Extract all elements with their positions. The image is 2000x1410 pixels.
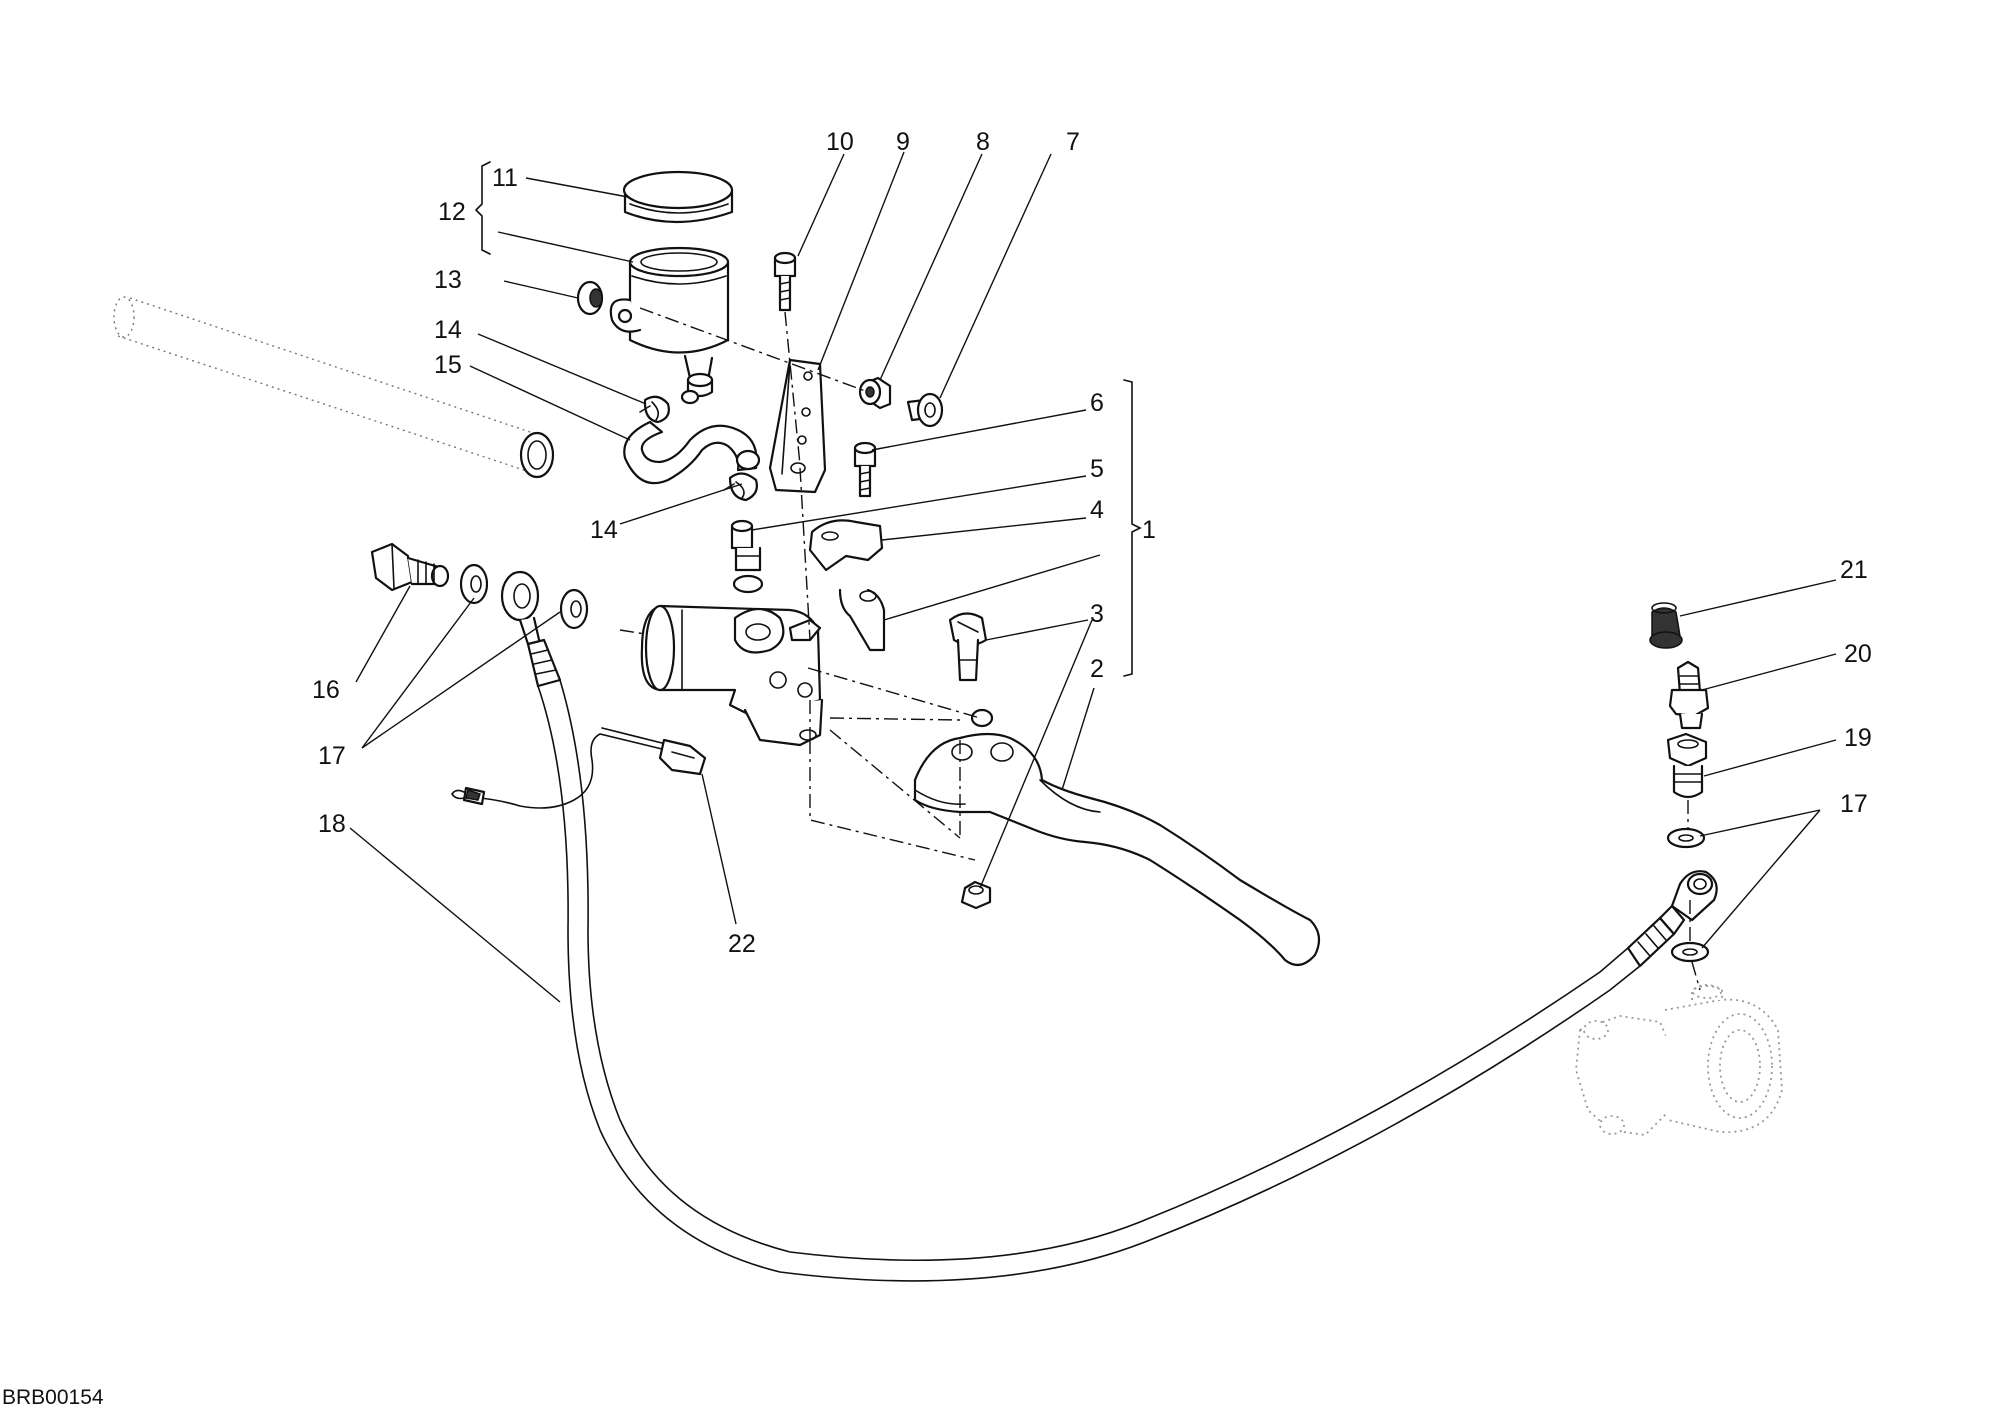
screw-10 — [773, 251, 797, 312]
reservoir-fitting — [680, 372, 714, 405]
callout-2: 2 — [1090, 655, 1104, 683]
right-assembly-lines — [1687, 800, 1701, 991]
callout-1: 1 — [1142, 516, 1156, 544]
callout-9: 9 — [896, 128, 910, 156]
callout-8: 8 — [976, 128, 990, 156]
master-cylinder — [640, 604, 824, 747]
callout-4: 4 — [1090, 496, 1104, 524]
bleed-cap — [1649, 602, 1683, 649]
nut-8 — [858, 376, 892, 410]
banjo-fitting-lower — [1670, 870, 1718, 922]
callout-15: 15 — [434, 351, 462, 379]
screw-6 — [853, 441, 877, 498]
callout-14b: 14 — [590, 516, 618, 544]
callout-5: 5 — [1090, 455, 1104, 483]
callout-22: 22 — [728, 930, 756, 958]
callout-13: 13 — [434, 266, 462, 294]
sealing-washer-left-a — [459, 563, 489, 605]
clutch-switch-wire — [451, 727, 707, 809]
pivot-nut — [960, 880, 992, 910]
assembly-1-bracket — [1123, 379, 1142, 677]
sealing-washer-right-b — [1670, 941, 1710, 963]
grommet — [576, 280, 604, 316]
callout-18: 18 — [318, 810, 346, 838]
callout-12: 12 — [438, 198, 466, 226]
mount-bracket — [768, 358, 827, 494]
reservoir-cap — [622, 170, 734, 224]
callout-19: 19 — [1844, 724, 1872, 752]
hose-union — [1666, 732, 1708, 799]
callout-6: 6 — [1090, 389, 1104, 417]
callout-17b: 17 — [1840, 790, 1868, 818]
banjo-bolt-5 — [730, 519, 764, 594]
sealing-washer-left-b — [559, 588, 589, 630]
callout-3: 3 — [1090, 600, 1104, 628]
pivot-bolt — [948, 612, 988, 682]
small-washer — [970, 708, 994, 728]
bolt-7 — [906, 392, 944, 428]
assembly-lines — [619, 307, 981, 861]
leader-lines — [349, 151, 1837, 1003]
banjo-fitting-upper — [500, 570, 562, 688]
hose-clamp-lower — [723, 472, 758, 502]
slave-cylinder — [1575, 984, 1783, 1136]
fluid-reservoir — [609, 246, 730, 382]
handlebar-clamp — [808, 519, 886, 652]
reservoir-hose — [623, 420, 761, 485]
callout-16: 16 — [312, 676, 340, 704]
handlebar — [113, 296, 555, 479]
bleed-valve — [1668, 660, 1710, 730]
clutch-lever — [913, 732, 1321, 967]
callout-7: 7 — [1066, 128, 1080, 156]
callout-17a: 17 — [318, 742, 346, 770]
clutch-hose — [537, 679, 1686, 1282]
callout-14a: 14 — [434, 316, 462, 344]
hose-clamp-upper — [639, 395, 670, 424]
assembly-12-bracket — [474, 161, 491, 255]
sealing-washer-right-a — [1666, 827, 1706, 849]
callout-10: 10 — [826, 128, 854, 156]
callout-21: 21 — [1840, 556, 1868, 584]
callout-20: 20 — [1844, 640, 1872, 668]
callout-labels: 1 2 3 4 5 6 7 8 9 10 11 12 13 14 14 15 1… — [312, 128, 1872, 958]
drawing-code: BRB00154 — [2, 1386, 104, 1409]
callout-11: 11 — [492, 164, 518, 192]
banjo-bolt-16 — [370, 542, 450, 592]
